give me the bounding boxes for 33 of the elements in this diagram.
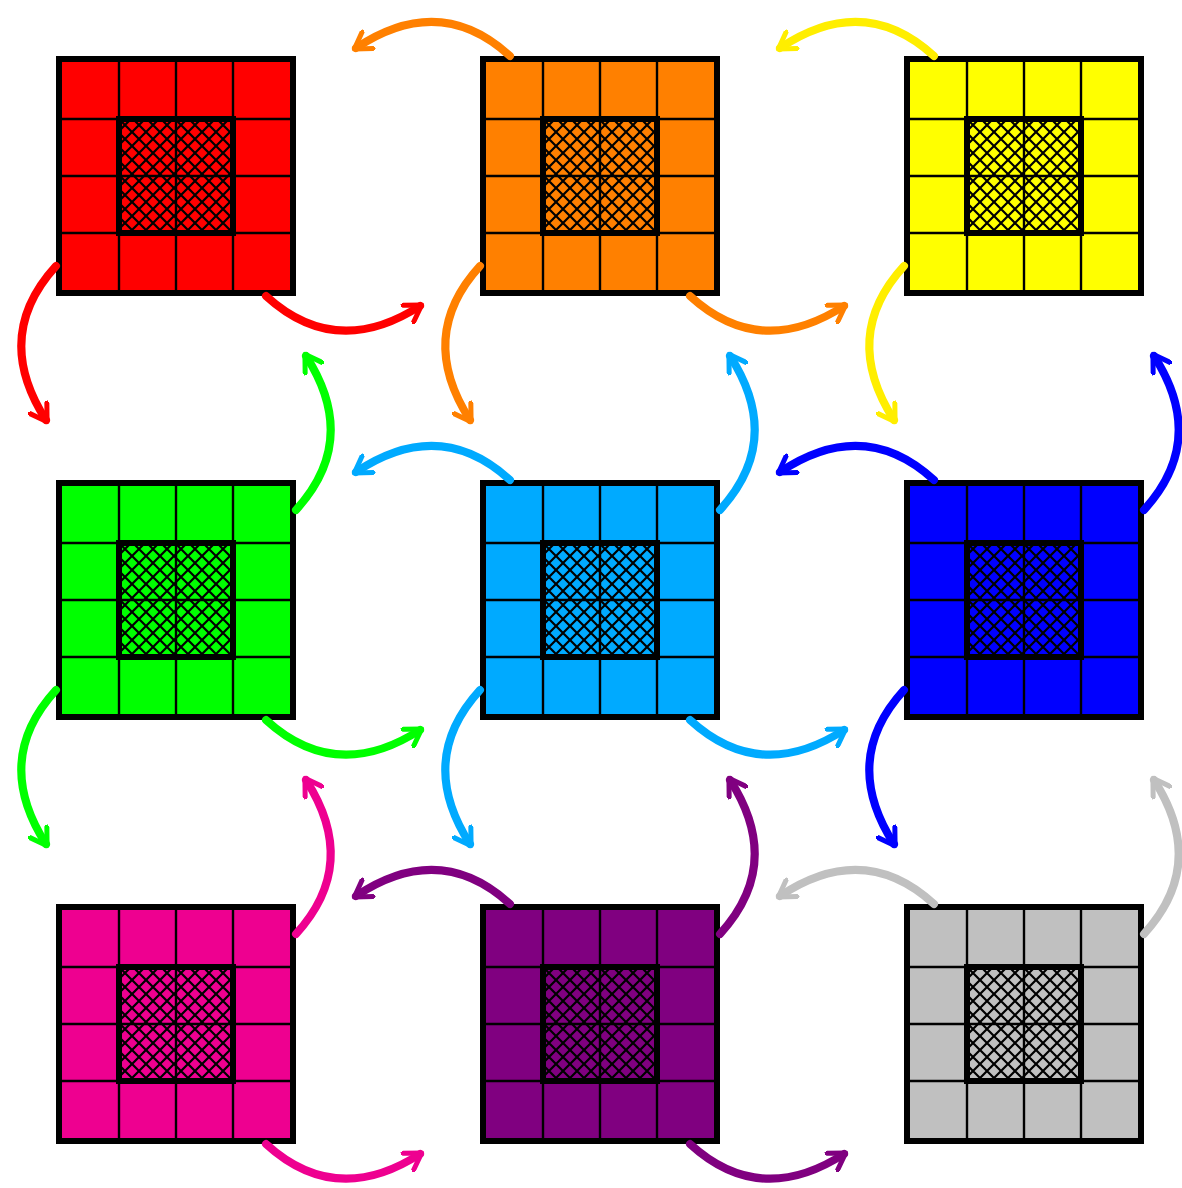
curved-arrow bbox=[262, 716, 425, 759]
grid-tile bbox=[56, 56, 296, 296]
grid-tile bbox=[904, 480, 1144, 720]
curved-arrow bbox=[262, 292, 425, 335]
curved-arrow bbox=[686, 716, 849, 759]
grid-tile bbox=[480, 904, 720, 1144]
curved-arrow bbox=[441, 686, 484, 849]
curved-arrow bbox=[1140, 775, 1182, 938]
curved-arrow bbox=[686, 292, 849, 335]
curved-arrow bbox=[17, 686, 60, 849]
grid-tile bbox=[904, 56, 1144, 296]
grid-tile bbox=[56, 904, 296, 1144]
curved-arrow bbox=[716, 775, 759, 938]
curved-arrow bbox=[775, 866, 938, 908]
curved-arrow bbox=[262, 1140, 425, 1183]
curved-arrow bbox=[686, 1140, 849, 1183]
curved-arrow bbox=[351, 442, 514, 484]
curved-arrow bbox=[292, 775, 335, 938]
curved-arrow bbox=[351, 866, 514, 908]
grid-tile bbox=[56, 480, 296, 720]
grid-tile bbox=[904, 904, 1144, 1144]
curved-arrow bbox=[1140, 351, 1182, 514]
curved-arrow bbox=[865, 262, 908, 425]
curved-arrow bbox=[351, 18, 514, 60]
curved-arrow bbox=[17, 262, 60, 425]
curved-arrow bbox=[716, 351, 759, 514]
grid-tile bbox=[480, 480, 720, 720]
curved-arrow bbox=[865, 686, 908, 849]
curved-arrow bbox=[775, 18, 938, 60]
grid-tile bbox=[480, 56, 720, 296]
curved-arrow bbox=[775, 442, 938, 484]
curved-arrow bbox=[441, 262, 484, 425]
curved-arrow bbox=[292, 351, 335, 514]
